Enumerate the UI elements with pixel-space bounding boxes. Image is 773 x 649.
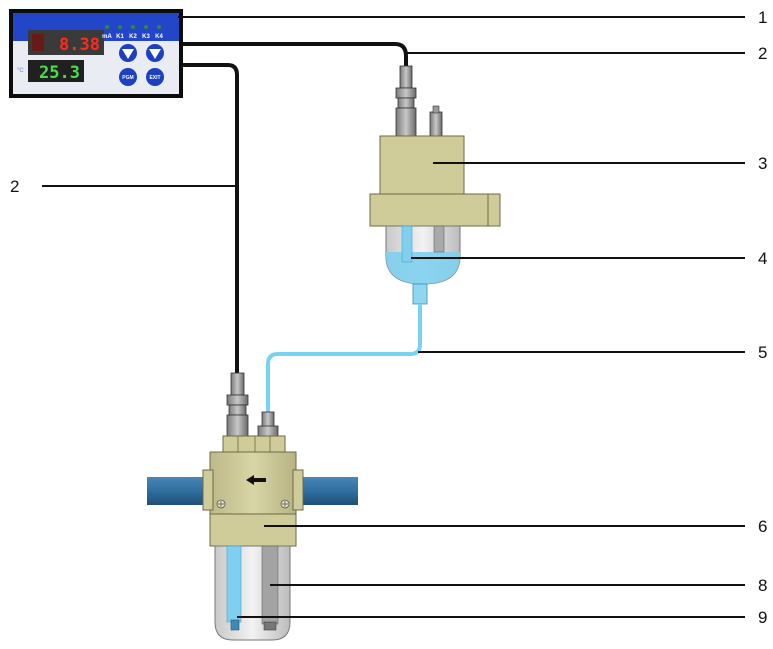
water-tube — [266, 304, 422, 414]
exit-button-label: EXIT — [149, 75, 160, 81]
pipe-left — [147, 477, 211, 505]
callout-3: 3 — [758, 154, 767, 173]
connector-plug — [399, 65, 413, 89]
led-k2 — [131, 25, 135, 29]
callout-9: 9 — [758, 608, 767, 627]
water-level — [386, 252, 460, 284]
callout-1: 1 — [758, 8, 767, 27]
sensor-cable-lower — [183, 63, 239, 375]
sensor-head — [379, 135, 465, 195]
callout-2-right: 2 — [758, 44, 767, 63]
down-arrow-icon — [122, 49, 134, 59]
lower-bowl — [214, 545, 291, 641]
drain-fitting — [412, 283, 428, 305]
lower-collar — [209, 513, 297, 547]
led-label-k1: K1 — [116, 34, 124, 40]
sensor-rod — [433, 225, 445, 253]
display-bottom — [28, 60, 84, 82]
vent-cap — [432, 105, 440, 114]
callout-2-left: 2 — [10, 177, 19, 196]
pgm-button-label: PGM — [122, 75, 133, 81]
led-label-k2: K2 — [129, 34, 137, 40]
port-left — [202, 469, 214, 511]
sensor-cable-upper — [183, 42, 408, 68]
probe-tip — [230, 619, 240, 631]
connector-nut — [395, 87, 417, 99]
led-label-ma: mA — [102, 34, 112, 40]
display-bottom-value: 25.3 — [39, 63, 80, 83]
unit-symbol: °C — [17, 68, 24, 74]
callout-6: 6 — [758, 517, 767, 536]
led-label-k3: K3 — [142, 34, 150, 40]
connector-gland — [395, 107, 417, 137]
display-top-digit-off — [32, 34, 44, 51]
down-arrow-icon — [149, 49, 161, 59]
leader-lines — [42, 16, 745, 618]
lower-probe — [226, 545, 242, 623]
rod-tip — [263, 621, 277, 631]
lower-top-cap — [222, 435, 286, 453]
down-button-2 — [146, 44, 164, 62]
led-k4 — [157, 25, 161, 29]
upper-sensor-assembly — [369, 65, 501, 305]
port-right — [292, 469, 304, 511]
sensor-probe — [401, 225, 413, 263]
led-k1 — [118, 25, 122, 29]
led-label-k4: K4 — [155, 34, 163, 40]
lower-filter-assembly — [202, 372, 304, 641]
pipe-right — [296, 477, 358, 505]
led-ma — [105, 25, 109, 29]
controller-unit: 8.38 25.3 °C mA K1 K2 K3 K4 PGM — [9, 9, 183, 98]
exit-button: EXIT — [146, 68, 164, 86]
pgm-button: PGM — [119, 68, 137, 86]
callout-4: 4 — [758, 249, 767, 268]
led-k3 — [144, 25, 148, 29]
connector-collar — [397, 97, 415, 109]
display-top-value: 8.38 — [59, 35, 100, 55]
lower-connector-plug — [230, 372, 245, 396]
callout-5: 5 — [758, 343, 767, 362]
flow-direction-arrow-icon — [246, 475, 266, 485]
indicator-leds: mA K1 K2 K3 K4 — [102, 25, 163, 40]
down-button-1 — [119, 44, 137, 62]
vent-fitting — [429, 111, 443, 137]
callout-8: 8 — [758, 576, 767, 595]
sensor-flange — [369, 193, 501, 227]
